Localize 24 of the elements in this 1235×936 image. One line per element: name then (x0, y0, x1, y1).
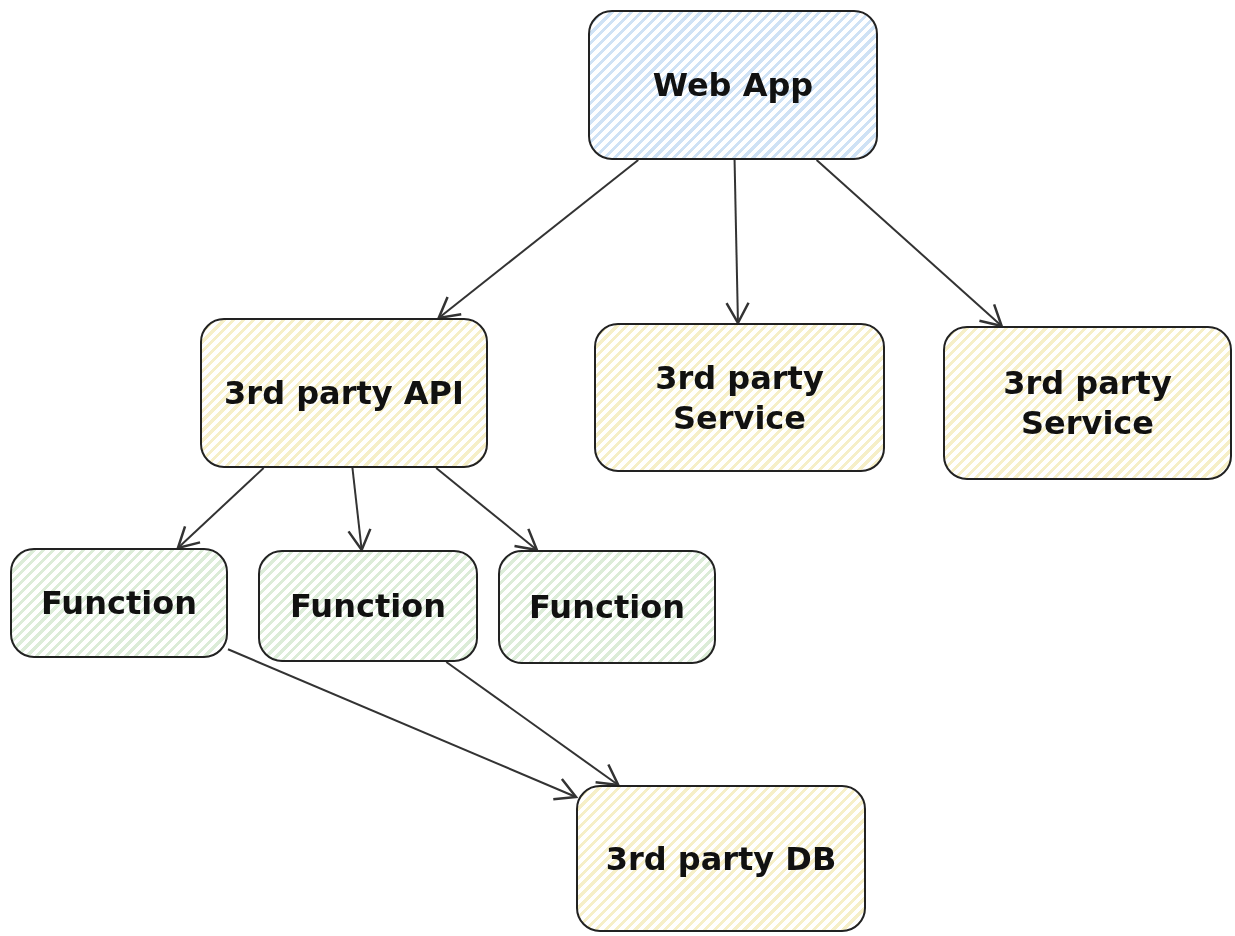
process-box (258, 550, 478, 662)
box-label: 3rd party Service (1002, 363, 1173, 443)
box-label: Function (528, 587, 686, 627)
arrow (176, 467, 265, 550)
arrow (437, 159, 640, 320)
box-label: Function (40, 583, 198, 623)
process-box (498, 550, 716, 664)
arrow (815, 159, 1003, 328)
process-box (576, 785, 866, 932)
process-box (943, 326, 1232, 480)
arrow (435, 467, 539, 552)
box-label: 3rd party API (223, 373, 465, 413)
arrow (227, 648, 578, 801)
box-label: 3rd party DB (604, 838, 838, 879)
arrow (347, 467, 372, 552)
arrow (725, 159, 750, 325)
box-label: 3rd party Service (654, 357, 825, 438)
box-label: Web App (651, 65, 815, 105)
process-box (588, 10, 878, 160)
box-label: Function (289, 586, 447, 626)
process-box (10, 548, 228, 658)
process-box (200, 318, 488, 468)
arrow (445, 661, 620, 787)
process-box (594, 323, 885, 472)
